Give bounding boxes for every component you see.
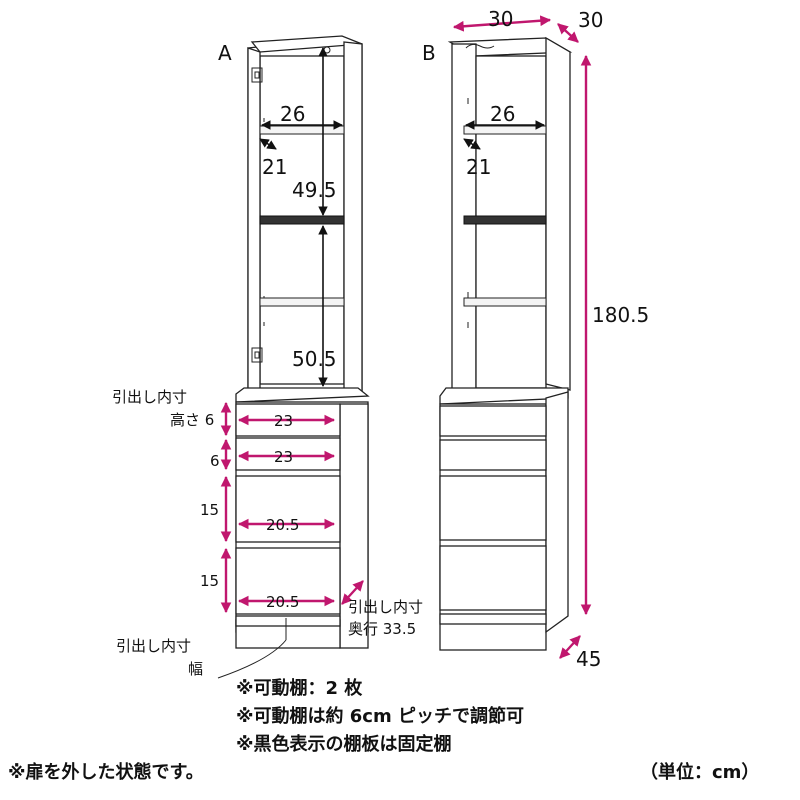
shelf-depth-b: 21 — [466, 155, 491, 179]
movable-shelf — [259, 297, 345, 307]
cabinet-b: B 26 21 30 — [422, 7, 649, 671]
fixed-shelf — [259, 215, 345, 225]
drawer-inner-height: 高さ 6 — [170, 411, 214, 429]
drawer4-height: 15 — [200, 572, 219, 590]
shelf-width-b: 26 — [490, 102, 515, 126]
shelf-width-a: 26 — [280, 102, 305, 126]
total-height: 180.5 — [592, 303, 649, 327]
notes: ※可動棚：2 枚 ※可動棚は約 6cm ピッチで調節可 ※黒色表示の棚板は固定棚… — [8, 677, 759, 783]
top-width: 30 — [488, 7, 513, 31]
cabinet-a: A — [112, 35, 423, 679]
fixed-shelf — [463, 215, 547, 225]
hinge-icon — [251, 67, 263, 83]
note-line1: ※可動棚：2 枚 — [236, 677, 363, 699]
upper-height: 49.5 — [292, 178, 337, 202]
drawer4-width: 20.5 — [266, 593, 299, 611]
drawer-3 — [235, 475, 341, 543]
movable-shelf — [259, 125, 345, 135]
movable-shelf — [463, 297, 547, 307]
base-depth: 45 — [576, 647, 601, 671]
drawer-inner-depth-label: 引出し内寸 — [348, 598, 423, 616]
drawer1-width: 23 — [274, 412, 293, 430]
cabinet-a-upper-unit — [247, 35, 363, 393]
note-line3: ※黒色表示の棚板は固定棚 — [236, 733, 452, 755]
drawer-inner-depth: 奥行 33.5 — [348, 620, 416, 638]
note-line4: ※扉を外した状態です。 — [8, 761, 204, 783]
lower-height: 50.5 — [292, 347, 337, 371]
cabinet-a-label: A — [218, 41, 232, 65]
plinth — [235, 615, 341, 627]
drawer-3 — [439, 475, 547, 541]
top-depth: 30 — [578, 8, 603, 32]
drawer3-height: 15 — [200, 501, 219, 519]
unit-label: （単位：cm） — [640, 761, 759, 783]
drawer2-height: 6 — [210, 452, 220, 470]
drawer-2 — [439, 439, 547, 471]
drawer-4 — [439, 545, 547, 611]
drawer-inner-label: 引出し内寸 — [112, 388, 187, 406]
drawer-inner-width-label: 引出し内寸 — [116, 637, 191, 655]
note-line2: ※可動棚は約 6cm ピッチで調節可 — [236, 705, 524, 727]
drawer-inner-width: 幅 — [188, 660, 203, 678]
cabinet-b-upper-unit — [447, 36, 573, 393]
plinth — [439, 613, 547, 625]
hinge-icon — [251, 347, 263, 363]
drawer3-width: 20.5 — [266, 516, 299, 534]
drawer-1 — [439, 405, 547, 437]
cabinet-b-label: B — [422, 41, 436, 65]
drawer2-width: 23 — [274, 448, 293, 466]
shelf-depth-a: 21 — [262, 155, 287, 179]
movable-shelf — [463, 125, 547, 135]
